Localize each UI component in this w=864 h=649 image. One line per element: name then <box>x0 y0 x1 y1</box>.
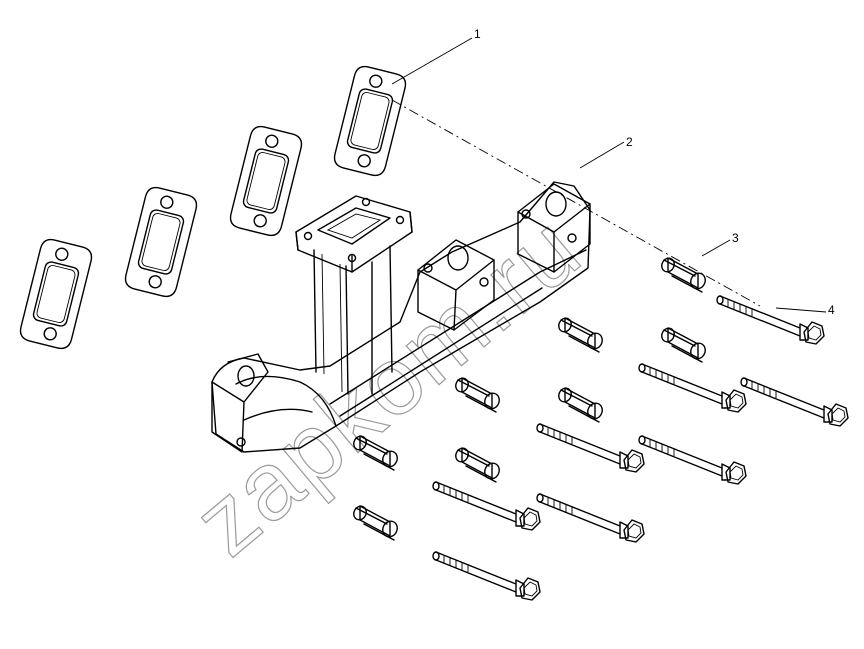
bolt-5 <box>638 435 747 485</box>
bolt-8 <box>432 551 541 601</box>
exhaust-manifold <box>211 181 591 453</box>
leader-line-4 <box>775 307 827 313</box>
sleeve-1 <box>658 255 709 293</box>
callout-1: 1 <box>474 27 481 41</box>
leader-line-1 <box>391 37 473 85</box>
sleeve-2 <box>555 315 606 353</box>
leader-line-3 <box>701 239 731 257</box>
sleeve-4 <box>452 375 503 413</box>
gasket-3 <box>122 184 200 300</box>
bolt-1 <box>716 295 825 345</box>
bolt-6 <box>432 481 541 531</box>
bolt-2 <box>638 363 747 413</box>
gasket-4 <box>17 236 95 352</box>
callout-3: 3 <box>732 231 739 245</box>
sleeve-7 <box>452 445 503 483</box>
gasket-2 <box>227 123 305 239</box>
sleeve-5 <box>555 385 606 423</box>
sleeve-8 <box>350 503 401 541</box>
bolt-3 <box>740 377 849 427</box>
bolt-7 <box>536 493 645 543</box>
callout-2: 2 <box>626 135 633 149</box>
callout-4: 4 <box>828 303 835 317</box>
bolt-4 <box>536 423 645 473</box>
sleeve-3 <box>658 325 709 363</box>
leader-line-2 <box>579 141 625 169</box>
